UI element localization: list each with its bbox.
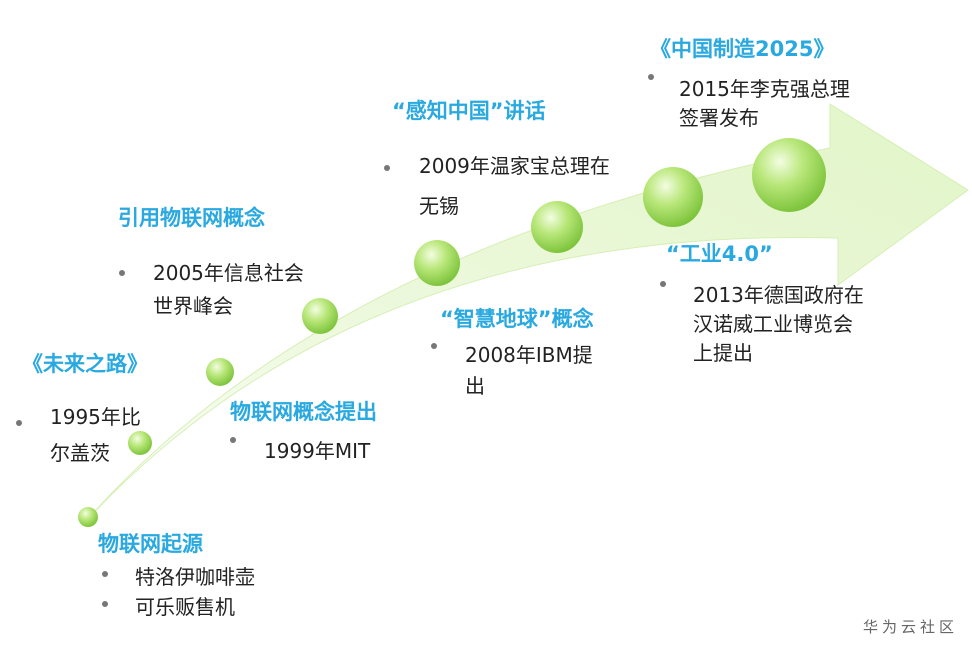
milestone-title: 《未来之路》 <box>22 352 148 376</box>
milestone-desc: 2015年李克强总理 <box>679 77 850 101</box>
timeline-node <box>414 240 460 286</box>
milestone-desc: 签署发布 <box>679 106 759 130</box>
milestone-desc: 出 <box>465 374 485 398</box>
timeline-node <box>128 431 152 455</box>
milestone-desc: 2013年德国政府在 <box>693 283 864 307</box>
milestone-desc: 1995年比 <box>50 405 141 429</box>
milestone-desc: 2009年温家宝总理在 <box>419 154 610 178</box>
bullet <box>102 601 108 607</box>
milestone-desc: 2008年IBM提 <box>465 343 593 367</box>
timeline-node <box>531 201 583 253</box>
timeline-node <box>78 507 98 527</box>
watermark: 华为云社区 <box>862 618 958 636</box>
bullet <box>648 74 654 80</box>
milestone-title: 《中国制造2025》 <box>650 37 835 61</box>
milestone-title: 物联网起源 <box>98 532 203 556</box>
timeline-node <box>643 167 703 227</box>
milestone-desc: 特洛伊咖啡壶 <box>135 565 255 589</box>
milestone-desc: 上提出 <box>693 341 753 365</box>
milestone-desc: 2005年信息社会 <box>153 261 304 285</box>
bullet <box>119 270 125 276</box>
timeline-node <box>752 138 826 212</box>
milestone-desc: 尔盖茨 <box>50 441 110 465</box>
milestone-desc: 可乐贩售机 <box>135 595 235 619</box>
milestone-title: “感知中国”讲话 <box>392 99 546 123</box>
milestone-desc: 1999年MIT <box>264 439 371 463</box>
bullet <box>384 165 390 171</box>
milestone-title: “工业4.0” <box>666 242 773 266</box>
timeline-node <box>302 298 338 334</box>
timeline-node <box>206 358 234 386</box>
bullet <box>431 343 437 349</box>
milestone-desc: 无锡 <box>419 194 459 218</box>
bullet <box>660 281 666 287</box>
bullet <box>230 437 236 443</box>
timeline-nodes <box>78 138 826 527</box>
milestone-title: 引用物联网概念 <box>118 206 265 230</box>
milestone-desc: 汉诺威工业博览会 <box>693 312 853 336</box>
bullet <box>16 420 22 426</box>
bullet <box>102 571 108 577</box>
milestone-desc: 世界峰会 <box>153 294 233 318</box>
milestone-title: “智慧地球”概念 <box>440 307 594 331</box>
milestone-title: 物联网概念提出 <box>230 400 377 424</box>
